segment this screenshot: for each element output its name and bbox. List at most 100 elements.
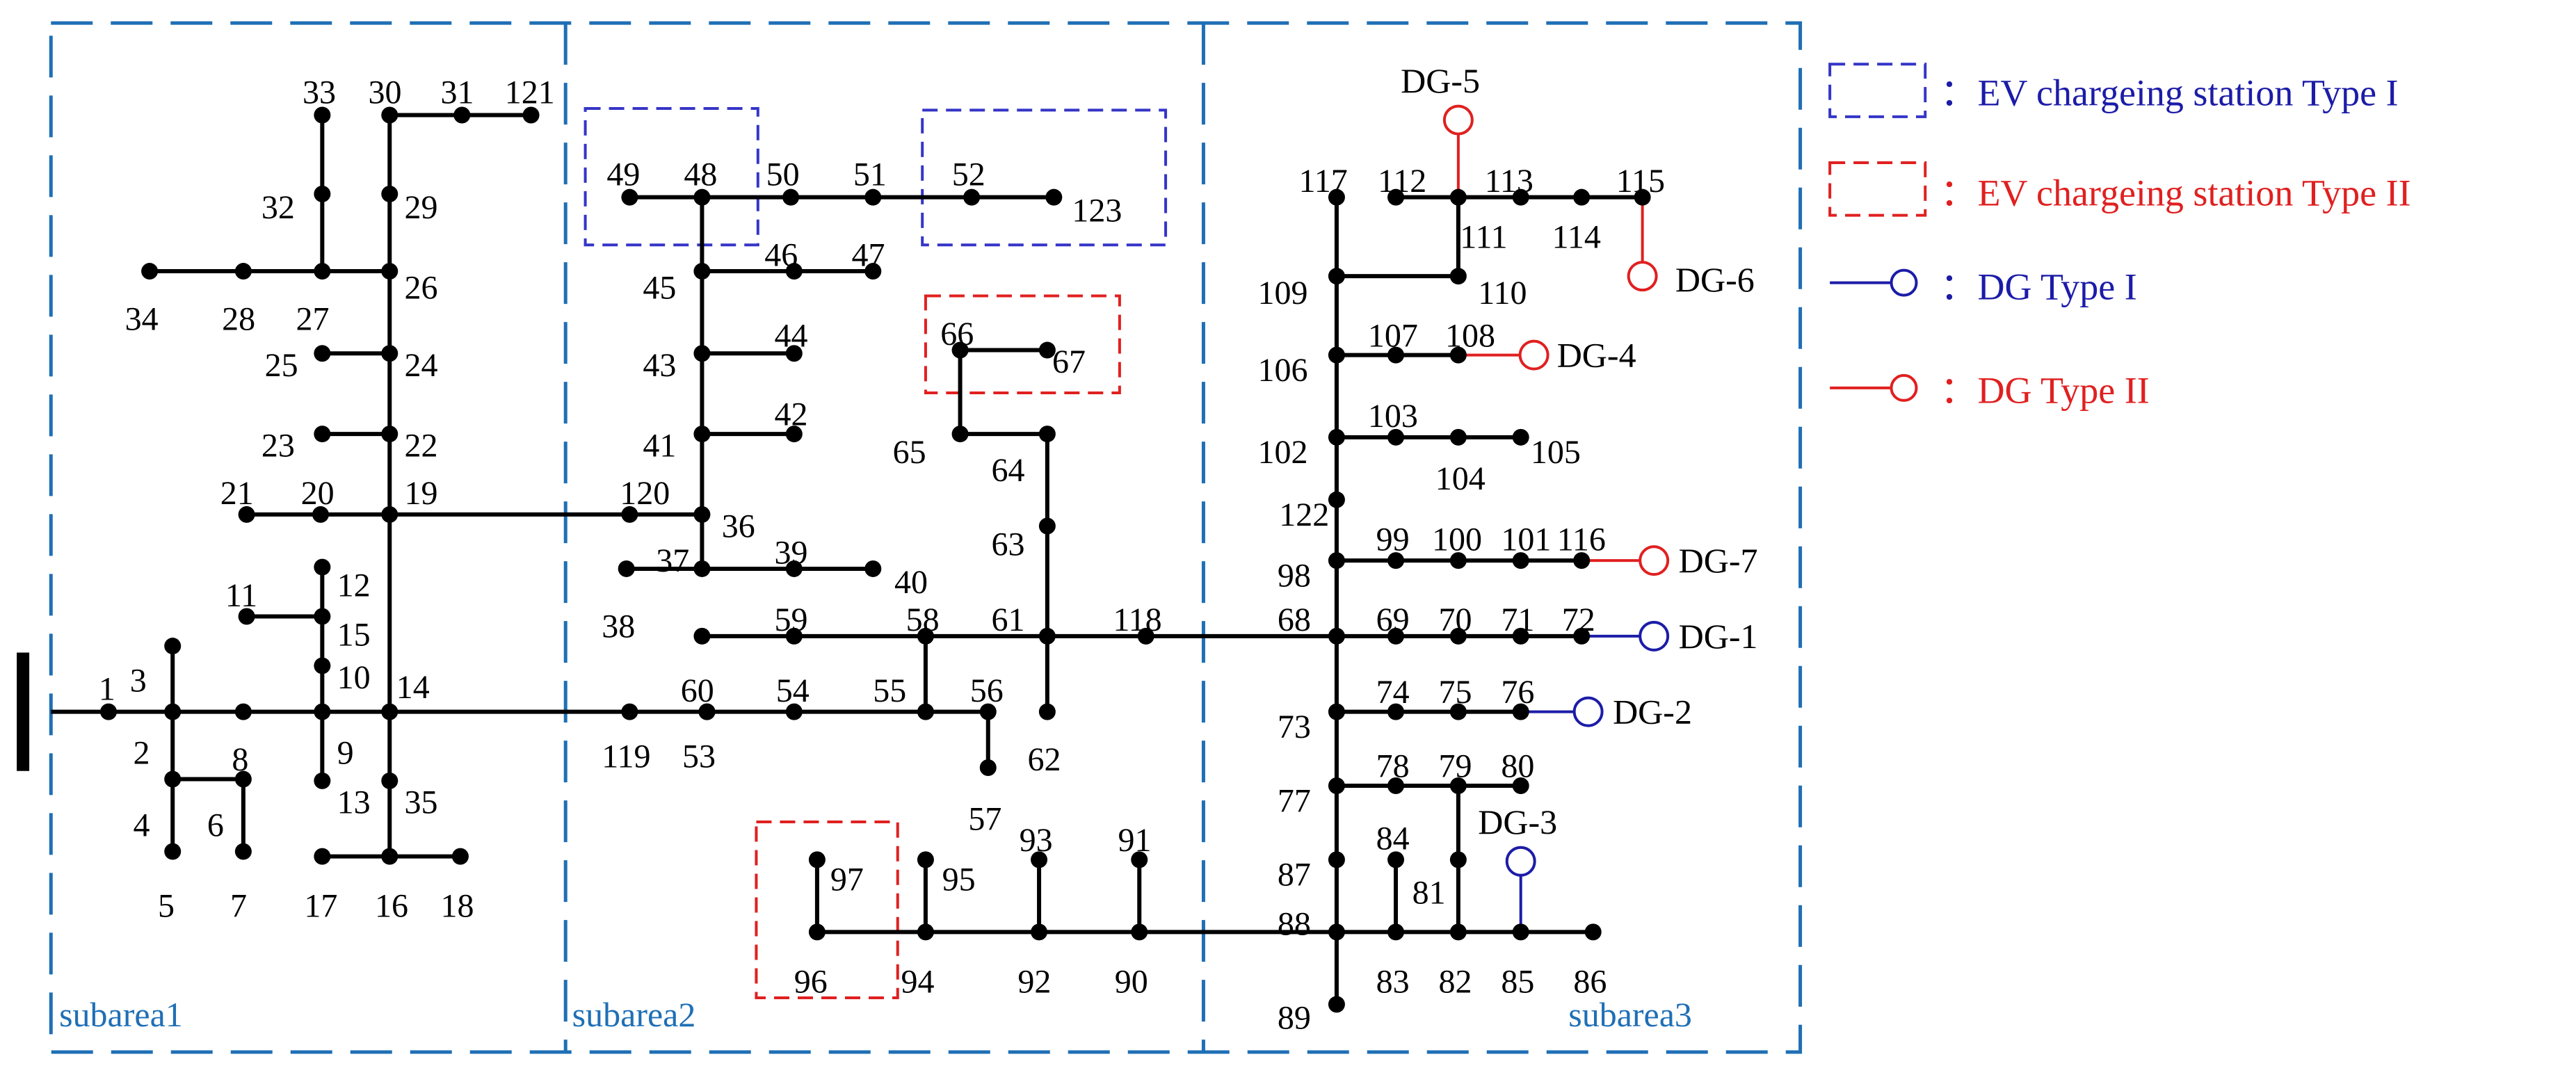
legend-ev-type2-swatch: [1828, 161, 1927, 217]
bus-node: [621, 506, 638, 523]
node-label: 65: [893, 434, 926, 471]
node-label: 62: [1028, 741, 1061, 778]
node-label: 105: [1531, 434, 1581, 471]
bus-node: [1512, 777, 1529, 794]
bus-node: [234, 770, 252, 788]
bus-node: [785, 426, 803, 443]
legend-ev-type1-swatch: [1828, 63, 1927, 118]
bus-node: [785, 703, 803, 720]
bus-node: [1387, 346, 1405, 364]
node-label: 13: [337, 784, 371, 821]
bus-node: [698, 703, 716, 720]
bus-node: [314, 106, 331, 124]
bus-node: [808, 923, 826, 941]
bus-node: [1387, 703, 1405, 720]
bus-node: [1328, 777, 1345, 794]
node-label: 61: [991, 601, 1024, 638]
node-label: 52: [952, 156, 985, 193]
node-label: 121: [505, 74, 555, 111]
node-label: 123: [1072, 193, 1122, 229]
node-label: 87: [1278, 857, 1311, 894]
node-label: 101: [1501, 521, 1551, 558]
node-label: 64: [991, 452, 1024, 489]
ev-station-box: [924, 294, 1121, 394]
node-label: 37: [656, 542, 689, 579]
dg-7-label: DG-7: [1679, 541, 1758, 580]
node-label: 88: [1278, 906, 1311, 943]
bus-node: [785, 627, 803, 645]
bus-node: [1512, 188, 1529, 206]
bus-node: [238, 608, 255, 625]
legend-ev-type1-label: ：EV chargeing station Type I: [1940, 72, 2399, 113]
bus-node: [1038, 341, 1056, 359]
dg-7-circle: [1639, 545, 1670, 576]
bus-node: [1512, 552, 1529, 569]
bus-node: [1449, 268, 1467, 285]
node-label: 79: [1439, 748, 1472, 785]
node-label: 94: [901, 963, 934, 1000]
dg-2-label: DG-2: [1613, 693, 1692, 732]
bus-node: [1038, 703, 1056, 720]
bus-node: [963, 188, 981, 206]
node-label: 20: [301, 475, 335, 512]
bus-node: [1328, 491, 1345, 508]
bus-node: [1131, 851, 1148, 868]
node-label: 57: [968, 800, 1001, 837]
node-label: 114: [1552, 218, 1601, 255]
bus-node: [314, 185, 331, 202]
bus-node: [785, 345, 803, 362]
node-label: 18: [441, 888, 474, 925]
dg-5-circle: [1442, 104, 1474, 136]
node-label: 107: [1368, 317, 1418, 354]
bus-node: [1328, 268, 1345, 285]
node-label: 122: [1279, 496, 1329, 533]
bus-node: [1387, 923, 1405, 941]
bus-node: [1573, 188, 1591, 206]
bus-node: [1387, 552, 1405, 569]
bus-node: [1449, 428, 1467, 446]
bus-node: [314, 426, 331, 443]
node-label: 11: [225, 577, 257, 614]
node-label: 115: [1616, 163, 1665, 200]
bus-node: [917, 923, 934, 941]
node-label: 70: [1439, 601, 1472, 638]
bus-node: [1045, 188, 1063, 206]
bus-node: [451, 848, 469, 865]
dg-6-label: DG-6: [1675, 260, 1755, 299]
bus-node: [1512, 428, 1529, 446]
bus-node: [693, 188, 711, 206]
node-label: 38: [602, 608, 635, 645]
outer-frame: [49, 21, 1803, 1054]
legend-dg-type1-circle: [1890, 268, 1918, 297]
node-label: 48: [684, 156, 717, 193]
node-label: 71: [1501, 601, 1534, 638]
node-label: 14: [396, 669, 430, 706]
bus-node: [164, 703, 182, 720]
node-label: 66: [940, 316, 974, 353]
bus-node: [1387, 777, 1405, 794]
node-label: 89: [1278, 999, 1311, 1036]
node-label: 117: [1299, 163, 1348, 200]
bus-node: [100, 703, 118, 720]
bus-node: [1449, 627, 1467, 645]
bus-node: [314, 608, 331, 625]
node-label: 95: [942, 862, 976, 898]
bus-node: [1449, 552, 1467, 569]
bus-node: [1449, 346, 1467, 364]
node-label: 58: [906, 601, 940, 638]
node-label: 80: [1501, 748, 1534, 785]
node-label: 120: [620, 475, 670, 512]
bus-node: [979, 759, 997, 776]
node-label: 32: [261, 189, 295, 226]
dg-6-circle: [1627, 261, 1658, 292]
bus-node: [917, 851, 934, 868]
node-label: 76: [1501, 674, 1534, 711]
bus-node: [1328, 851, 1345, 868]
bus-node: [782, 188, 800, 206]
node-label: 10: [337, 659, 371, 696]
node-label: 74: [1376, 674, 1410, 711]
node-label: 45: [643, 270, 676, 307]
node-label: 116: [1557, 521, 1606, 558]
legend-dg-type2-circle: [1890, 373, 1918, 402]
